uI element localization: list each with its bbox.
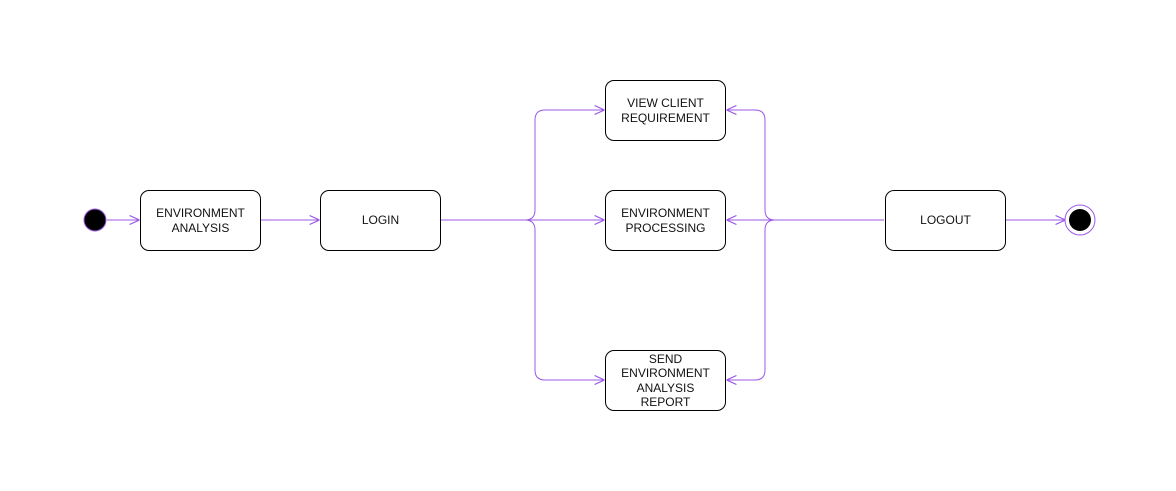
node-environment-processing: ENVIRONMENT PROCESSING [605, 190, 726, 251]
edge-login-to-send-report [441, 219, 604, 380]
initial-node [83, 208, 107, 232]
edge-login-to-view-client [441, 110, 604, 221]
final-node [1064, 204, 1096, 236]
node-logout: LOGOUT [885, 190, 1006, 251]
node-view-client-requirement: VIEW CLIENT REQUIREMENT [605, 80, 726, 141]
node-environment-analysis: ENVIRONMENT ANALYSIS [140, 190, 261, 251]
edge-logout-to-view-client [727, 110, 884, 221]
edge-logout-to-send-report [727, 219, 884, 380]
node-login: LOGIN [320, 190, 441, 251]
node-send-environment-analysis-report: SEND ENVIRONMENT ANALYSIS REPORT [605, 350, 726, 411]
